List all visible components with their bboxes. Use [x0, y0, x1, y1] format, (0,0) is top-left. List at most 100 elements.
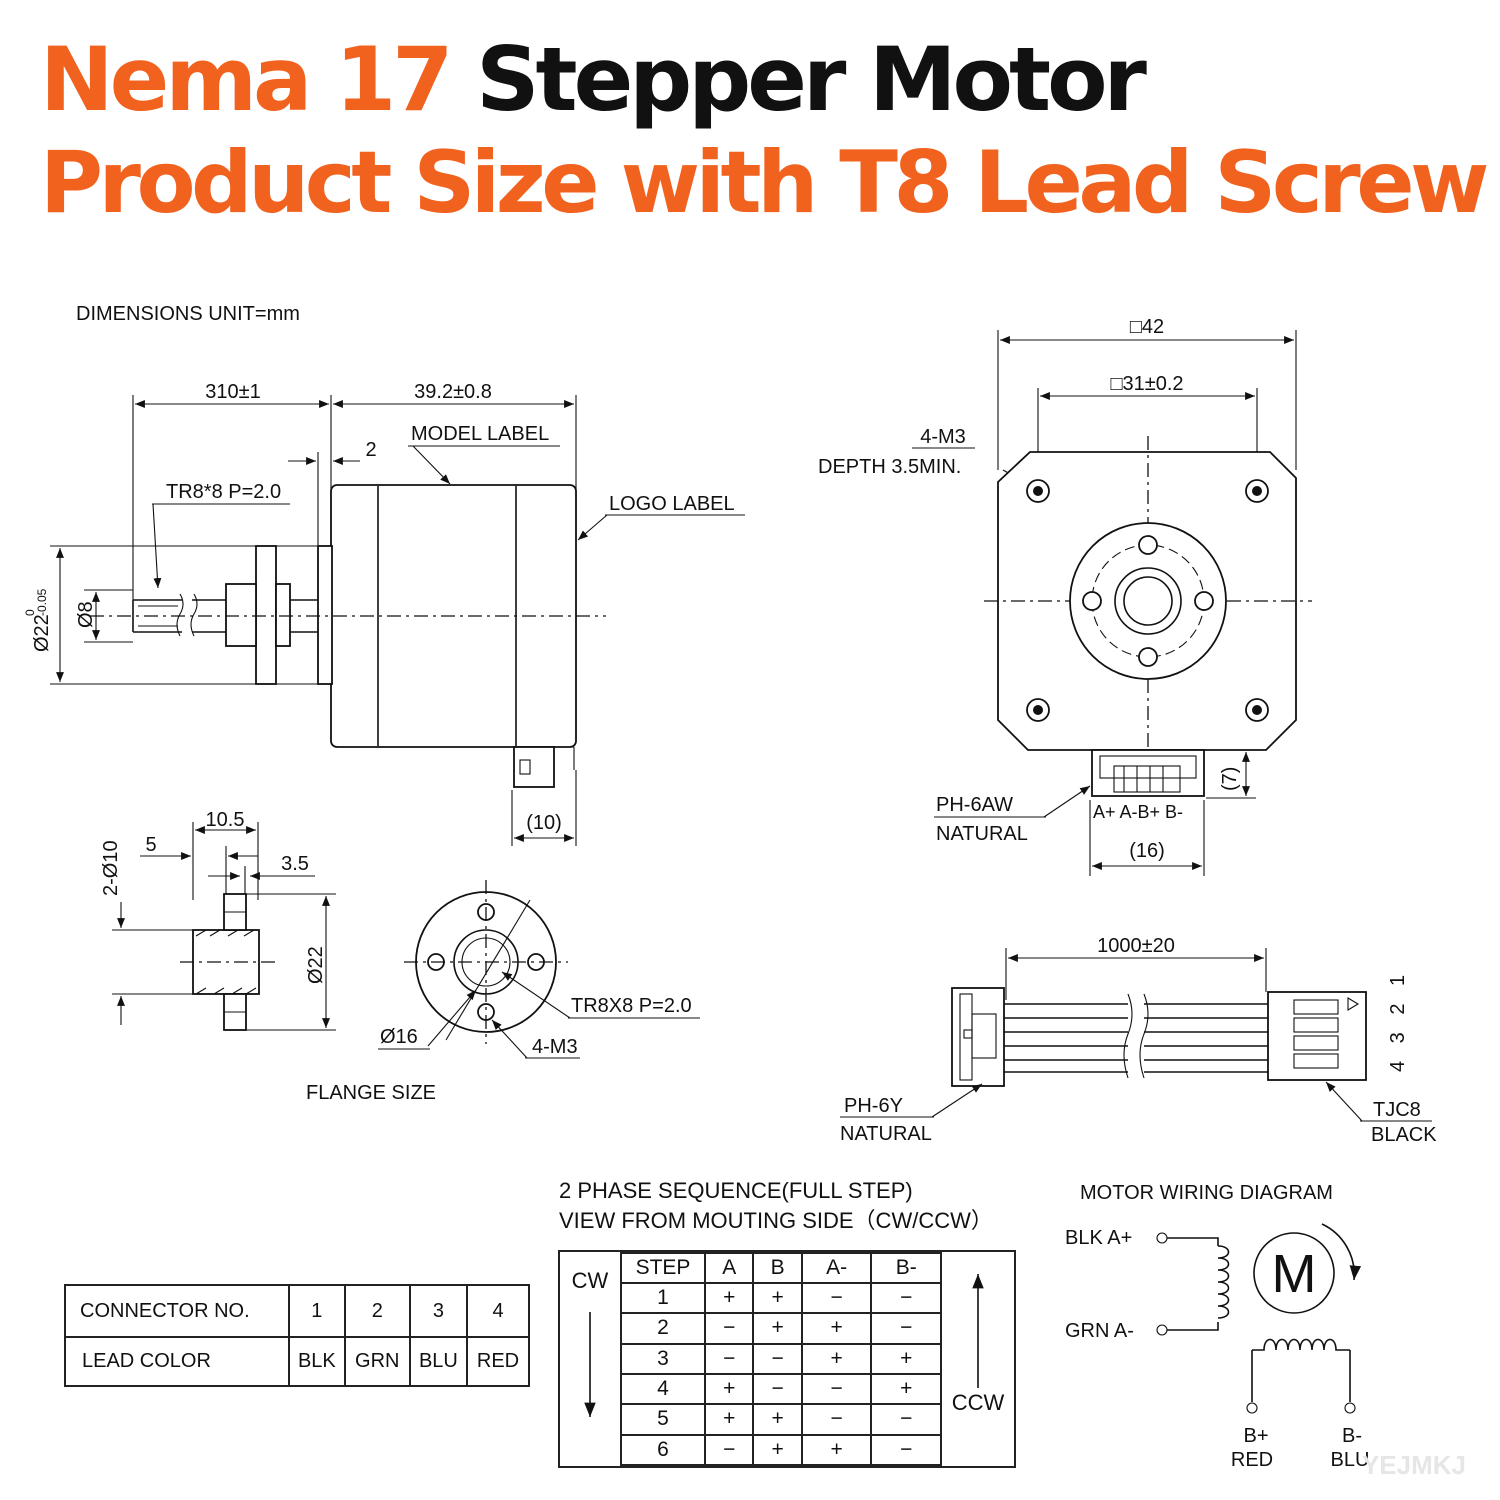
seq-cell: + [800, 1342, 873, 1375]
seq-cell: + [800, 1312, 873, 1345]
seq-cell: + [752, 1403, 803, 1436]
connector-no-2: 2 [343, 1284, 411, 1338]
wire-b-minus-label: B- [1342, 1425, 1362, 1447]
seq-cell: + [703, 1281, 755, 1315]
cw-label: CW [571, 1268, 609, 1293]
mount-holes-callout: 4-M3 [920, 426, 966, 448]
seq-cell: − [703, 1433, 755, 1467]
mount-hole-bl [1026, 698, 1050, 722]
seq-step: 1 [620, 1281, 706, 1315]
right-connector-model: TJC8 [1373, 1099, 1421, 1121]
wire-b-plus-color: RED [1231, 1449, 1273, 1471]
ccw-label: CCW [951, 1390, 1005, 1415]
seq-cell: − [800, 1281, 873, 1315]
phase-sequence-title: 2 PHASE SEQUENCE(FULL STEP) [559, 1178, 913, 1203]
pin-numbers: 4 3 2 1 [1387, 969, 1409, 1072]
lead-color-3: BLU [408, 1336, 469, 1387]
boss-diameter-dim: Ø22 [31, 614, 53, 652]
seq-cell: − [870, 1403, 942, 1436]
ccw-arrow-icon [972, 1274, 984, 1388]
seq-cell: − [752, 1372, 803, 1406]
connector-color-callout: NATURAL [936, 823, 1028, 845]
seq-cell: + [800, 1433, 873, 1467]
wire-blk-label: BLK A+ [1065, 1227, 1132, 1249]
wiring-title: MOTOR WIRING DIAGRAM [1080, 1182, 1333, 1204]
dimensions-unit-note: DIMENSIONS UNIT=mm [76, 303, 300, 325]
seq-header-b-minus: B- [870, 1252, 942, 1284]
seq-cell: − [870, 1312, 942, 1345]
seq-cell: + [703, 1403, 755, 1436]
flange-thickness-dim: 3.5 [281, 853, 309, 875]
flange-outer-diameter-dim: Ø22 [305, 946, 327, 984]
title-line-2: Product Size with T8 Lead Screw [40, 133, 1490, 233]
connector-no-4: 4 [466, 1284, 530, 1338]
boss-diameter-group: Ø22 0 -0.05 [23, 588, 53, 652]
body-square-dim: □42 [1130, 316, 1164, 338]
left-connector-model: PH-6Y [844, 1095, 903, 1117]
connector-no-1: 1 [288, 1284, 346, 1338]
wiring-diagram: MOTOR WIRING DIAGRAM BLK A+ GRN A- M B+ … [1065, 1182, 1466, 1480]
screw-length-dim: 310±1 [205, 381, 260, 403]
flange-step-dim: 5 [145, 834, 156, 856]
pin-labels: A+ A-B+ B- [1093, 802, 1183, 822]
rotation-arrow-icon [1321, 1223, 1362, 1281]
connector-no-3: 3 [408, 1284, 469, 1338]
seq-cell: − [703, 1342, 755, 1375]
seq-cell: + [703, 1372, 755, 1406]
seq-cell: + [752, 1281, 803, 1315]
seq-cell: − [800, 1372, 873, 1406]
flange-inner-diameter-dim: Ø16 [380, 1026, 418, 1048]
seq-cell: + [752, 1433, 803, 1467]
seq-cell: + [752, 1312, 803, 1345]
motor-symbol-icon [1253, 1232, 1335, 1314]
seq-cell: − [870, 1433, 942, 1467]
phase-sequence-box: CW CCW STEP A B A- B- 1++−− 2−++− 3−−++ … [558, 1250, 1016, 1468]
seq-cell: + [870, 1372, 942, 1406]
seq-step: 4 [620, 1372, 706, 1406]
wire-b-plus-label: B+ [1243, 1425, 1268, 1447]
coil-b-icon [1252, 1338, 1350, 1351]
mount-hole-tr [1245, 479, 1269, 503]
seq-step: 6 [620, 1433, 706, 1467]
wire-b-minus-color: BLU [1331, 1449, 1370, 1471]
motor-symbol-label: M [1272, 1244, 1317, 1304]
connector-no-header: CONNECTOR NO. [64, 1284, 290, 1338]
lead-color-4: RED [466, 1336, 530, 1387]
boss-length-dim: 2 [365, 439, 376, 461]
seq-cell: + [870, 1342, 942, 1375]
seq-cell: − [703, 1312, 755, 1345]
hole-depth-callout: DEPTH 3.5MIN. [818, 456, 961, 478]
coil-a-icon [1217, 1245, 1230, 1319]
model-label-callout: MODEL LABEL [411, 423, 549, 445]
pin-holes-dim: 2-Ø10 [100, 840, 122, 896]
front-view: □42 □31±0.2 4-M3 DEPTH 3.5MIN. [818, 316, 1312, 876]
lead-color-2: GRN [343, 1336, 411, 1387]
flange-drawing: 10.5 5 3.5 2-Ø10 Ø22 [100, 809, 700, 1104]
cable-wires [1004, 993, 1268, 1079]
seq-cell: − [800, 1403, 873, 1436]
mount-hole-br [1245, 698, 1269, 722]
flange-screw-holes-callout: 4-M3 [532, 1036, 578, 1058]
hole-spacing-dim: □31±0.2 [1110, 373, 1183, 395]
title-brand: Nema 17 [40, 28, 454, 131]
cable-drawing: 1000±20 4 3 2 1 PH-6Y NAT [840, 935, 1437, 1146]
seq-header-a: A [703, 1252, 755, 1284]
mount-hole-tl [1026, 479, 1050, 503]
connector-width-dim: (16) [1129, 840, 1165, 862]
title-product: Stepper Motor [476, 28, 1147, 131]
seq-header-b: B [752, 1252, 803, 1284]
right-connector-color: BLACK [1371, 1124, 1437, 1146]
screw-diameter-dim: Ø8 [75, 601, 97, 628]
flange-width-dim: 10.5 [206, 809, 245, 831]
logo-label-callout: LOGO LABEL [609, 493, 735, 515]
cable-length-dim: 1000±20 [1097, 935, 1175, 957]
phase-sequence-table: STEP A B A- B- 1++−− 2−++− 3−−++ 4+−−+ 5… [620, 1252, 942, 1467]
side-view: DIMENSIONS UNIT=mm 310±1 39.2±0.8 2 MODE… [23, 303, 745, 846]
seq-header-step: STEP [620, 1252, 706, 1284]
seq-step: 5 [620, 1403, 706, 1436]
boss-tolerance-lower: -0.05 [35, 588, 49, 616]
connector-height-dim: (7) [1219, 767, 1241, 791]
seq-header-a-minus: A- [800, 1252, 873, 1284]
